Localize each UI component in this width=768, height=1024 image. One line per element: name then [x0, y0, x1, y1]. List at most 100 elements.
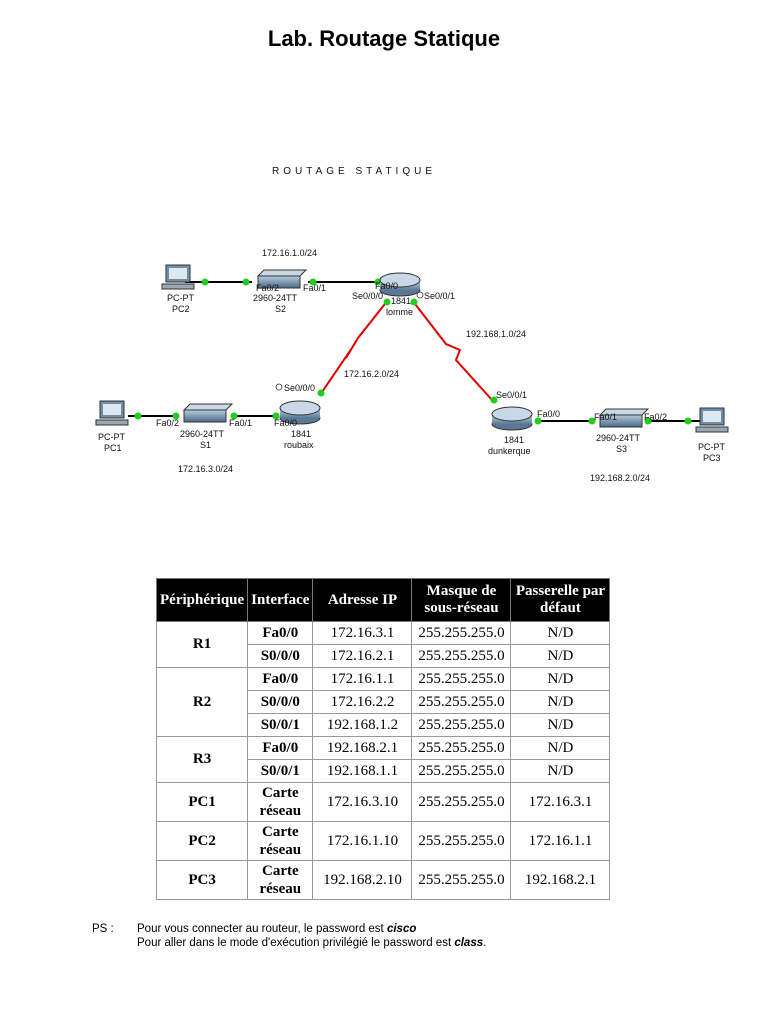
- s2-fa02-port: Fa0/2: [256, 283, 279, 293]
- gateway-cell: N/D: [510, 713, 611, 737]
- ip-cell: 192.168.2.1: [312, 736, 413, 760]
- header-ip: Adresse IP: [312, 578, 413, 622]
- network-top-label: 172.16.1.0/24: [262, 248, 317, 258]
- lomme-router-icon: [379, 272, 421, 297]
- dunkerque-type-label: 1841: [504, 435, 524, 445]
- network-right-lan-label: 192.168.2.0/24: [590, 473, 650, 483]
- ip-cell: 192.168.1.1: [312, 759, 413, 783]
- lomme-fa00-port: Fa0/0: [375, 281, 398, 291]
- serial-links: [321, 299, 493, 401]
- s2-name-label: S2: [275, 304, 286, 314]
- ps-label: PS :: [92, 923, 114, 935]
- network-right-serial-label: 192.168.1.0/24: [466, 329, 526, 339]
- device-cell: R2: [155, 667, 249, 737]
- lomme-type-label: 1841: [391, 296, 411, 306]
- dunkerque-se001-port: Se0/0/1: [496, 390, 527, 400]
- ip-cell: 172.16.2.1: [312, 644, 413, 668]
- roubaix-router-icon: [279, 400, 321, 425]
- header-device: Périphérique: [155, 578, 249, 622]
- mask-cell: 255.255.255.0: [411, 667, 512, 691]
- gateway-cell: N/D: [510, 759, 611, 783]
- s1-type-label: 2960-24TT: [180, 429, 225, 439]
- roubaix-se000-port: Se0/0/0: [284, 383, 315, 393]
- lomme-se001-port: Se0/0/1: [424, 291, 455, 301]
- table-row: S0/0/0 172.16.2.2 255.255.255.0 N/D: [157, 690, 611, 714]
- table-row: S0/0/0 172.16.2.1 255.255.255.0 N/D: [157, 644, 611, 668]
- pc2-name-label: PC2: [172, 304, 190, 314]
- pc1-name-label: PC1: [104, 443, 122, 453]
- roubaix-fa00-port: Fa0/0: [274, 418, 297, 428]
- addressing-table: Périphérique Interface Adresse IP Masque…: [155, 578, 611, 900]
- mask-cell: 255.255.255.0: [411, 690, 512, 714]
- ip-cell: 192.168.1.2: [312, 713, 413, 737]
- ps-password-cisco: cisco: [386, 923, 417, 935]
- ps-line-1: PS : Pour vous connecter au routeur, le p…: [92, 922, 486, 936]
- table-header-row: Périphérique Interface Adresse IP Masque…: [155, 578, 611, 622]
- gateway-cell: N/D: [510, 621, 611, 645]
- gateway-cell: N/D: [510, 644, 611, 668]
- page-title: Lab. Routage Statique: [267, 26, 501, 51]
- ip-cell: 172.16.2.2: [312, 690, 413, 714]
- gateway-cell: 172.16.3.1: [510, 782, 611, 822]
- dunkerque-name-label: dunkerque: [488, 446, 531, 456]
- s1-fa01-port: Fa0/1: [229, 418, 252, 428]
- interface-cell: Fa0/0: [247, 621, 314, 645]
- device-cell: PC2: [155, 821, 249, 861]
- network-left-lan-label: 172.16.3.0/24: [178, 464, 233, 474]
- roubaix-type-label: 1841: [291, 429, 311, 439]
- table-row: R3 Fa0/0 192.168.2.1 255.255.255.0 N/D: [155, 736, 611, 783]
- clock-icon: [275, 383, 283, 391]
- s3-fa01-port: Fa0/1: [594, 412, 617, 422]
- ps-line2-end: .: [483, 937, 487, 949]
- s1-switch-icon: [182, 403, 234, 423]
- ps-password-class: class: [454, 937, 484, 949]
- pc2-computer-icon: [161, 264, 195, 290]
- network-left-serial-label: 172.16.2.0/24: [344, 369, 399, 379]
- lomme-se000-port: Se0/0/0: [352, 291, 383, 301]
- s2-type-label: 2960-24TT: [253, 293, 298, 303]
- dunkerque-fa00-port: Fa0/0: [537, 409, 560, 419]
- dunkerque-router-icon: [491, 406, 533, 431]
- table-row: R2 Fa0/0 172.16.1.1 255.255.255.0 N/D: [155, 667, 611, 737]
- network-diagram: ROUTAGE STATIQUE PC-PT PC2 2960-24TT S2: [95, 166, 729, 483]
- lomme-name-label: lomme: [386, 307, 413, 317]
- device-cell: PC1: [155, 782, 249, 822]
- ps-note: PS : Pour vous connecter au routeur, le p…: [92, 922, 486, 950]
- pc3-type-label: PC-PT: [698, 442, 726, 452]
- device-cell: R1: [155, 621, 249, 668]
- s3-name-label: S3: [616, 444, 627, 454]
- ps-line-2: Pour aller dans le mode d'exécution priv…: [92, 936, 486, 950]
- header-interface: Interface: [247, 578, 314, 622]
- mask-cell: 255.255.255.0: [411, 860, 512, 900]
- mask-cell: 255.255.255.0: [411, 621, 512, 645]
- ip-cell: 172.16.1.1: [312, 667, 413, 691]
- s2-fa01-port: Fa0/1: [303, 283, 326, 293]
- link-status-dots: [134, 278, 692, 425]
- ip-cell: 172.16.1.10: [312, 821, 413, 861]
- device-cell: R3: [155, 736, 249, 783]
- ps-line2-text: Pour aller dans le mode d'exécution priv…: [137, 937, 455, 949]
- gateway-cell: N/D: [510, 690, 611, 714]
- ip-cell: 172.16.3.1: [312, 621, 413, 645]
- mask-cell: 255.255.255.0: [411, 821, 512, 861]
- device-cell: PC3: [155, 860, 249, 900]
- gateway-cell: 172.16.1.1: [510, 821, 611, 861]
- interface-cell: S0/0/0: [247, 690, 314, 714]
- gateway-cell: N/D: [510, 667, 611, 691]
- gateway-cell: 192.168.2.1: [510, 860, 611, 900]
- s1-fa02-port: Fa0/2: [156, 418, 179, 428]
- mask-cell: 255.255.255.0: [411, 644, 512, 668]
- ps-line1-text: Pour vous connecter au routeur, le passw…: [137, 923, 387, 935]
- interface-cell: S0/0/1: [247, 713, 314, 737]
- gateway-cell: N/D: [510, 736, 611, 760]
- s3-switch-icon: [598, 408, 650, 428]
- table-row: S0/0/1 192.168.1.1 255.255.255.0 N/D: [157, 759, 611, 783]
